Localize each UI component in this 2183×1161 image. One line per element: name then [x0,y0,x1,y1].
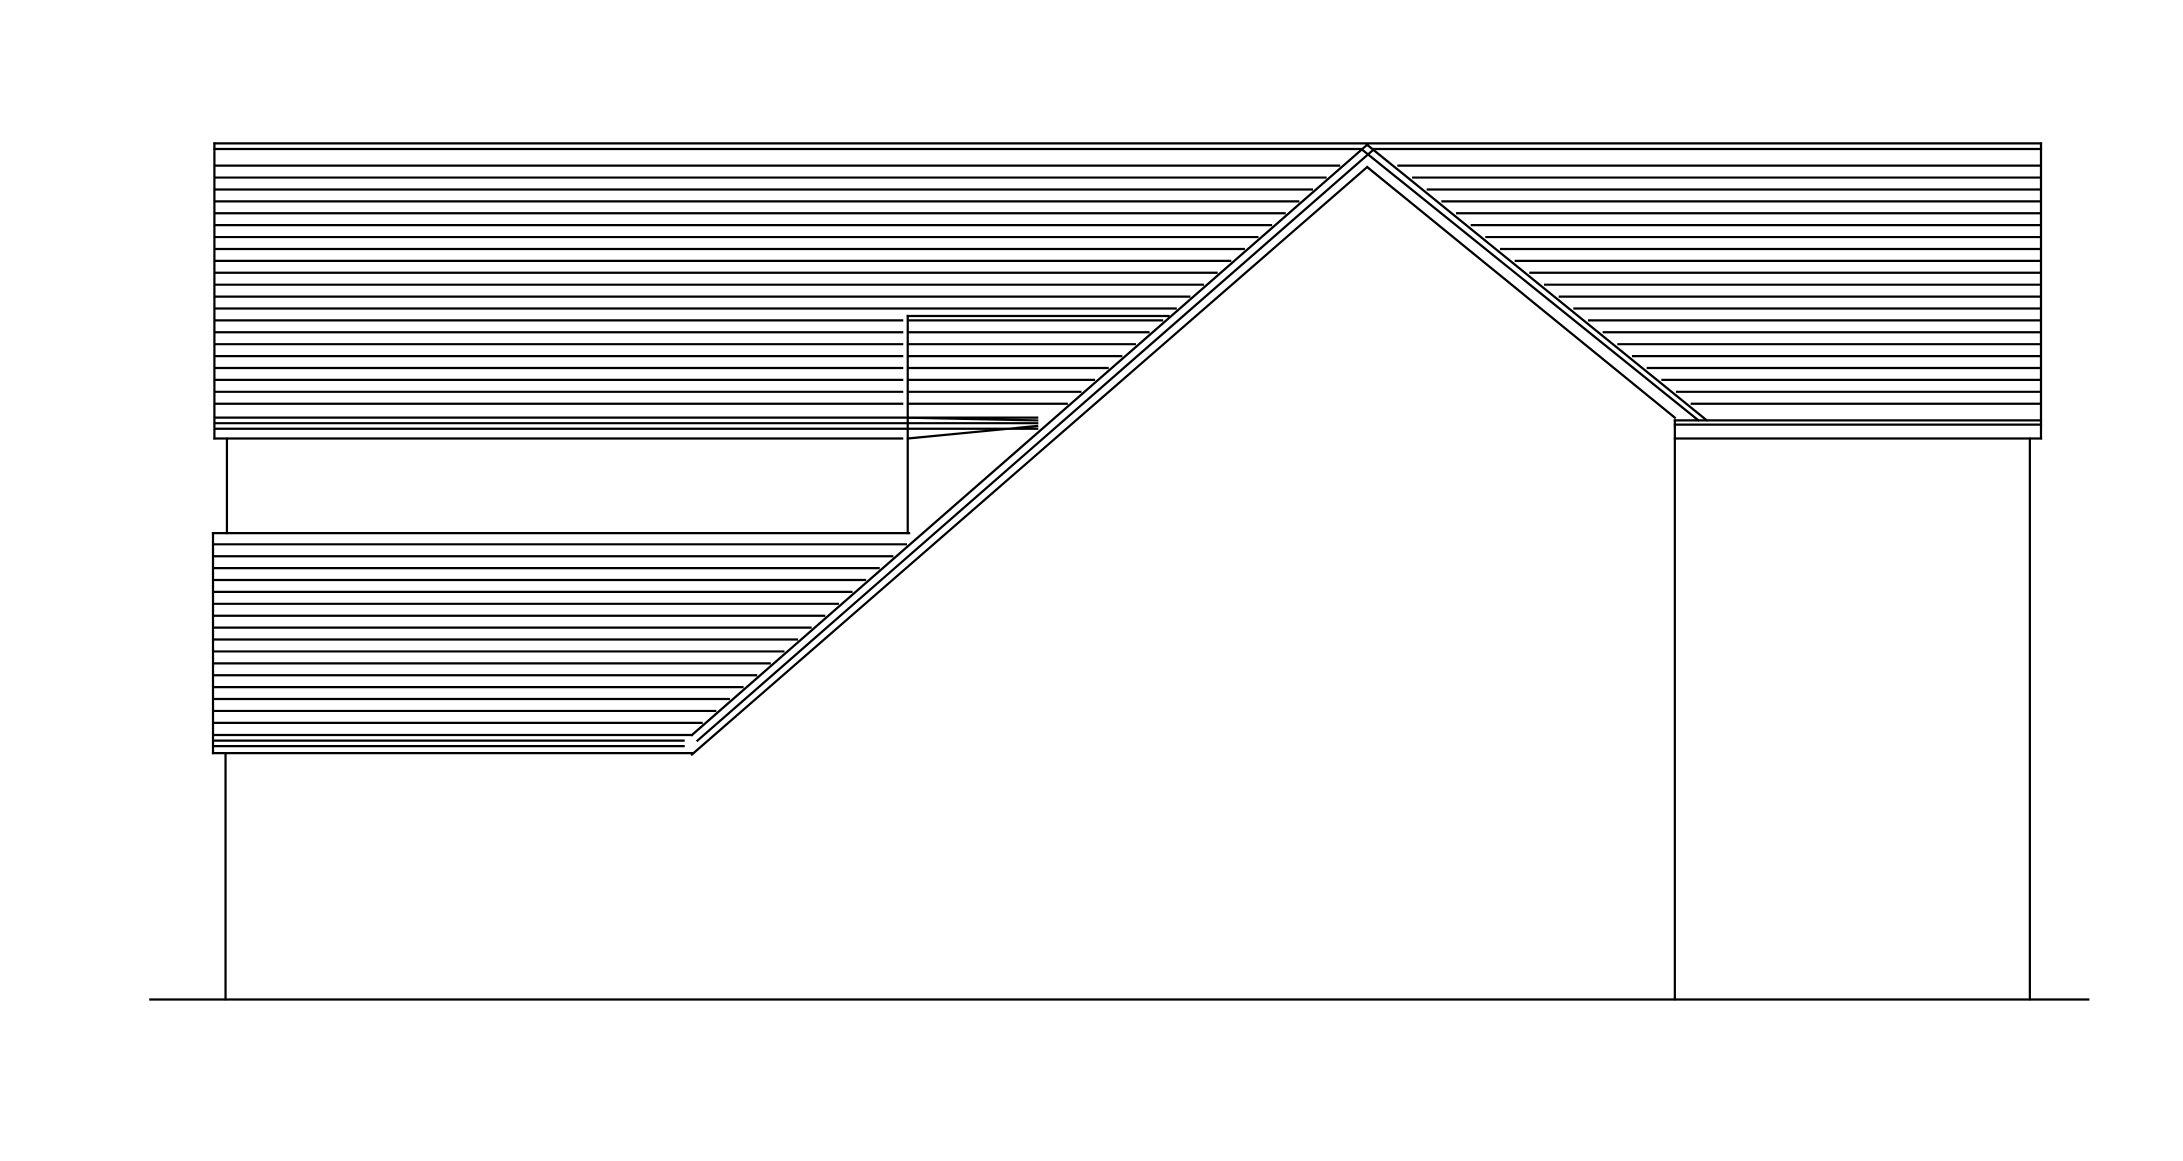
gable-left-outer-slope-inner [695,148,1375,743]
elevation-lines [149,142,2090,1001]
gable-right-outer-slope-inner [1361,148,1701,422]
gable-left-outer-slope [690,143,1369,737]
gable-right-outer-slope [1365,143,1709,422]
gable-right-inner-slope [1365,165,1677,420]
gable-left-inner-slope [690,165,1369,757]
